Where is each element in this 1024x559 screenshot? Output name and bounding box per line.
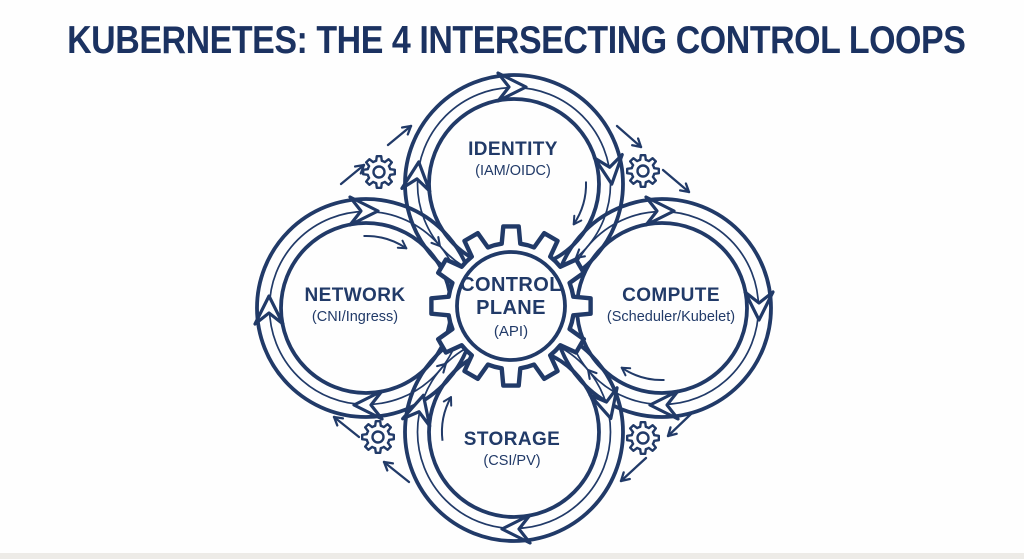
control-plane-gear-icon <box>429 224 593 388</box>
identity-flow-arrows <box>572 181 588 259</box>
identity-label-text: IDENTITY <box>468 139 558 161</box>
clockwise-chevron-icon <box>496 71 528 103</box>
storage-loop-chevrons <box>401 386 619 545</box>
compute-flow-arrows <box>587 366 665 382</box>
rotation-arrows <box>332 124 693 484</box>
control-plane-label: CONTROL PLANE (API) <box>460 274 562 341</box>
compute-loop-label: COMPUTE (Scheduler/Kubelet) <box>606 285 736 326</box>
network-label-text: NETWORK <box>304 285 406 307</box>
clockwise-chevron-icon <box>500 513 532 545</box>
network-flow-arrows <box>363 234 441 250</box>
network-sub-text: (CNI/Ingress) <box>311 308 399 325</box>
compute-label-text: COMPUTE <box>622 285 720 307</box>
network-loop-label: NETWORK (CNI/Ingress) <box>304 285 406 326</box>
storage-sub-text: (CSI/PV) <box>483 452 541 469</box>
clockwise-chevron-icon <box>401 393 432 428</box>
clockwise-chevron-icon <box>743 290 775 322</box>
clockwise-chevron-icon <box>648 389 680 421</box>
gear-icon <box>626 421 660 455</box>
storage-label-text: STORAGE <box>463 429 561 451</box>
control-plane-sub: (API) <box>493 322 529 340</box>
identity-loop-label: IDENTITY (IAM/OIDC) <box>468 139 558 180</box>
gear-icon <box>626 154 660 188</box>
gear-icon <box>361 420 395 454</box>
compute-loop-chevrons <box>644 195 775 421</box>
storage-loop-label: STORAGE (CSI/PV) <box>463 429 561 470</box>
page-bottom-edge <box>0 553 1024 559</box>
gear-icon <box>362 155 396 189</box>
clockwise-chevron-icon <box>592 153 624 186</box>
storage-flow-arrows <box>436 362 453 441</box>
title-bar: KUBERNETES: THE 4 INTERSECTING CONTROL L… <box>0 19 1024 63</box>
clockwise-chevron-icon <box>348 195 380 227</box>
clockwise-chevron-icon <box>644 195 676 227</box>
clockwise-chevron-icon <box>352 389 384 421</box>
control-plane-line2: PLANE <box>476 296 546 319</box>
network-loop-chevrons <box>253 195 384 421</box>
clockwise-chevron-icon <box>588 386 619 421</box>
compute-sub-text: (Scheduler/Kubelet) <box>606 308 736 325</box>
identity-loop-chevrons <box>400 71 624 193</box>
clockwise-chevron-icon <box>253 294 285 326</box>
identity-sub-text: (IAM/OIDC) <box>475 162 551 179</box>
page-title: KUBERNETES: THE 4 INTERSECTING CONTROL L… <box>67 19 966 62</box>
clockwise-chevron-icon <box>400 160 432 193</box>
control-plane-line1: CONTROL <box>460 273 562 296</box>
